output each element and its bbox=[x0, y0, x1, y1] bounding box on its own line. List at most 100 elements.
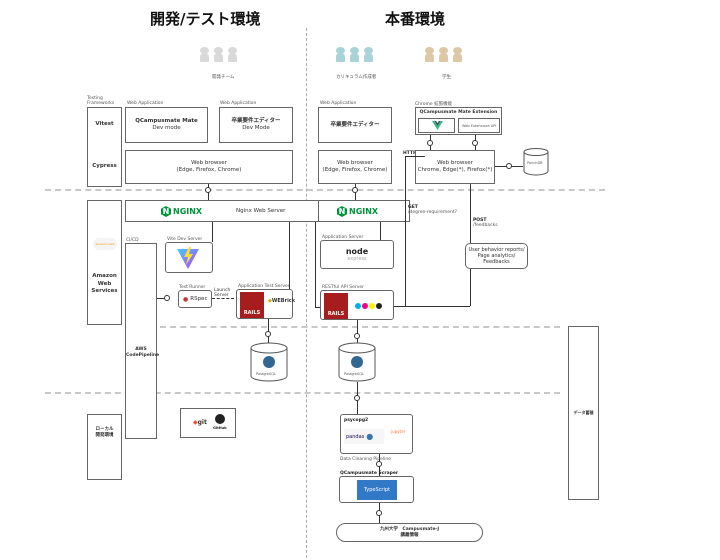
post-path: /feedbacks bbox=[473, 223, 498, 228]
connector-line bbox=[157, 298, 167, 299]
interface-circle bbox=[354, 395, 360, 401]
degree-editor-dev-box[interactable]: 卒業要件エディター Dev Mode bbox=[219, 107, 293, 143]
layer-separator bbox=[45, 392, 560, 394]
prod-env-title: 本番環境 bbox=[385, 10, 446, 28]
source-title: 九州大学 Campusmate-J bbox=[379, 526, 440, 532]
campusmate-source: 九州大学 Campusmate-J 講義情報 bbox=[336, 523, 483, 542]
person-icon bbox=[214, 47, 223, 63]
aws-layer-box: amazon web services Amazon Web Services bbox=[87, 200, 122, 325]
connector-line bbox=[289, 222, 290, 289]
chrome-extension-box[interactable]: QCampusmate Mate Extension Web Extension… bbox=[415, 107, 502, 135]
data-collection-label: データ蓄積 bbox=[573, 410, 594, 415]
get-path: /degree-requirement? bbox=[408, 210, 458, 215]
connector-line bbox=[315, 307, 320, 308]
webapp-label: Web Application bbox=[220, 101, 257, 106]
puma-logo-icon bbox=[355, 303, 382, 309]
node-express-box[interactable]: node express bbox=[320, 240, 394, 269]
post-method: POST bbox=[473, 218, 487, 223]
codepipeline-label: AWS CodePipeline bbox=[126, 347, 160, 358]
interface-circle bbox=[376, 510, 382, 516]
chrome-ext-label: Chrome 拡張機能 bbox=[415, 102, 453, 107]
persona-label: 学生 bbox=[442, 75, 451, 80]
github-label: GitHub bbox=[213, 426, 227, 430]
node-logo-icon: node bbox=[345, 247, 369, 256]
degree-editor-dev-subtitle: Dev Mode bbox=[242, 125, 270, 131]
github-logo-icon bbox=[215, 414, 225, 424]
launch-server-label: Launch Server bbox=[214, 288, 231, 299]
git-github-box[interactable]: ◆git GitHub bbox=[180, 408, 236, 438]
web-ext-api-label: Web Extensions API bbox=[462, 124, 497, 128]
vite-label: Vite Dev Server bbox=[167, 237, 203, 242]
aws-logo-icon: amazon web services bbox=[93, 238, 117, 250]
scraper-label: QCampusmate Scraper bbox=[340, 471, 399, 476]
qcm-dev-title: QCampusmate Mate bbox=[135, 118, 198, 125]
http-connector-line bbox=[405, 156, 406, 306]
chrome-browser-subtitle: Chrome, Edge(*), Firefox(*) bbox=[417, 167, 493, 173]
person-icon bbox=[439, 47, 448, 63]
connector-line bbox=[380, 222, 381, 240]
launch-arrow bbox=[212, 298, 234, 299]
feedback-note: User behavior reports/ Page analytics/ F… bbox=[465, 243, 528, 269]
vue-box bbox=[418, 118, 455, 133]
person-icon bbox=[228, 47, 237, 63]
data-collection-box: データ蓄積 bbox=[568, 326, 599, 500]
testing-frameworks-box: Vitest Cypress bbox=[87, 107, 122, 187]
dev-web-browser-box[interactable]: Web browser (Edge, Firefox, Chrome) bbox=[125, 150, 293, 184]
pouchdb-label: PouchDB bbox=[527, 161, 543, 165]
interface-circle bbox=[205, 187, 211, 193]
qcm-dev-subtitle: Dev mode bbox=[152, 125, 181, 131]
cicd-label: CI/CD bbox=[126, 238, 139, 243]
http-label: HTTP bbox=[403, 151, 417, 156]
scraper-box[interactable]: TypeScript bbox=[339, 476, 414, 503]
connector-line bbox=[315, 222, 316, 307]
prod-web-browser-box[interactable]: Web browser (Edge, Firefox, Chrome) bbox=[318, 150, 392, 184]
chrome-web-browser-box[interactable]: Web browser Chrome, Edge(*), Firefox(*) bbox=[415, 150, 495, 184]
pandas-logo-icon: pandas● bbox=[344, 429, 384, 444]
degree-editor-prod-box[interactable]: 卒業要件エディター bbox=[318, 107, 392, 143]
rails-logo-icon: RAILS bbox=[240, 292, 264, 318]
vite-dev-server-box[interactable] bbox=[165, 242, 213, 273]
person-icon bbox=[364, 47, 373, 63]
restful-api-server-box[interactable]: RAILS bbox=[320, 290, 394, 320]
prod-browser-subtitle: (Edge, Firefox, Chrome) bbox=[322, 167, 388, 173]
prod-browser-title: Web browser bbox=[337, 160, 373, 167]
rspec-icon: ● bbox=[183, 296, 189, 303]
cypress-label: Cypress bbox=[92, 163, 117, 169]
layer-separator bbox=[45, 189, 605, 191]
app-test-server-box[interactable]: RAILS ◆WEBrick bbox=[236, 289, 295, 319]
nginx-server-label: Nginx Web Server bbox=[236, 208, 286, 214]
get-method: GET bbox=[408, 205, 418, 210]
person-icon bbox=[336, 47, 345, 63]
web-ext-api-box: Web Extensions API bbox=[458, 118, 500, 133]
app-test-server-label: Application Test Server bbox=[238, 284, 290, 289]
vue-logo-icon bbox=[432, 121, 443, 130]
interface-circle bbox=[164, 295, 170, 301]
person-icon bbox=[350, 47, 359, 63]
data-cleaning-pipeline-box[interactable]: psycopg2 pandas● jupyter bbox=[340, 414, 413, 454]
postgres-logo-icon bbox=[263, 356, 275, 368]
aws-codepipeline-box[interactable]: AWS CodePipeline bbox=[125, 243, 160, 439]
api-connector-line bbox=[392, 306, 470, 307]
rspec-box[interactable]: ●RSpec bbox=[178, 290, 212, 308]
chrome-browser-title: Web browser bbox=[437, 160, 473, 167]
dev-postgres-db: PostgreSQL bbox=[250, 342, 288, 382]
source-subtitle: 講義情報 bbox=[400, 532, 419, 538]
interface-circle bbox=[352, 187, 358, 193]
restful-label: RESTful API Server bbox=[322, 285, 364, 290]
vite-logo-icon bbox=[177, 247, 199, 269]
local-env-label: ローカル 開発環境 bbox=[95, 427, 114, 438]
interface-circle bbox=[354, 333, 360, 339]
person-icon bbox=[425, 47, 434, 63]
interface-circle bbox=[472, 140, 478, 146]
qcampusmate-mate-dev-box[interactable]: QCampusmate Mate Dev mode bbox=[125, 107, 208, 143]
vitest-label: Vitest bbox=[95, 121, 114, 127]
dev-browser-title: Web browser bbox=[191, 160, 227, 167]
degree-editor-dev-title: 卒業要件エディター bbox=[231, 118, 281, 125]
dev-env-title: 開発/テスト環境 bbox=[150, 10, 261, 28]
persona-label: 開発チーム bbox=[212, 75, 235, 80]
postgres-label: PostgreSQL bbox=[256, 372, 276, 376]
python-logo-icon: ● bbox=[366, 432, 374, 441]
rspec-label: ●RSpec bbox=[183, 296, 208, 303]
webapp-label: Web Application bbox=[320, 101, 357, 106]
